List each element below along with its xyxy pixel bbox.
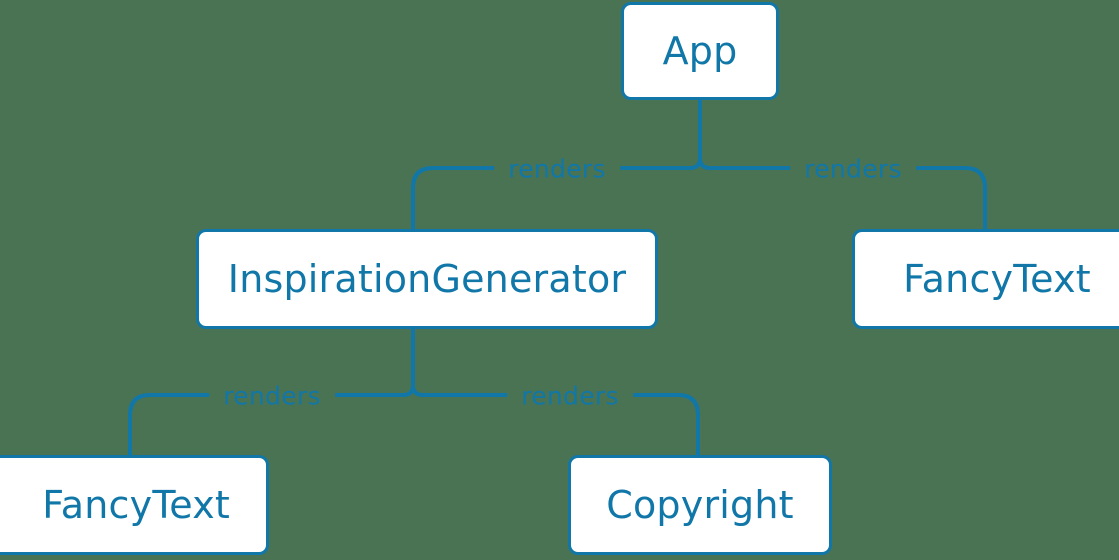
node-inspirationgenerator[interactable]: InspirationGenerator [196,229,658,329]
edge-label-app-renders-inspirationgenerator: renders [494,154,620,184]
node-app[interactable]: App [621,2,779,100]
node-fancytext-right-label: FancyText [903,257,1091,301]
node-copyright-label: Copyright [606,483,794,527]
edge-label-inspirationgenerator-renders-copyright: renders [507,381,633,411]
node-fancytext-left-label: FancyText [42,483,230,527]
node-fancytext-right[interactable]: FancyText [852,229,1119,329]
node-copyright[interactable]: Copyright [568,455,832,555]
node-inspirationgenerator-label: InspirationGenerator [227,257,627,301]
edge-label-inspirationgenerator-renders-fancytext: renders [209,381,335,411]
node-fancytext-left[interactable]: FancyText [0,455,269,555]
node-app-label: App [662,29,738,73]
edge-label-app-renders-fancytext: renders [790,154,916,184]
